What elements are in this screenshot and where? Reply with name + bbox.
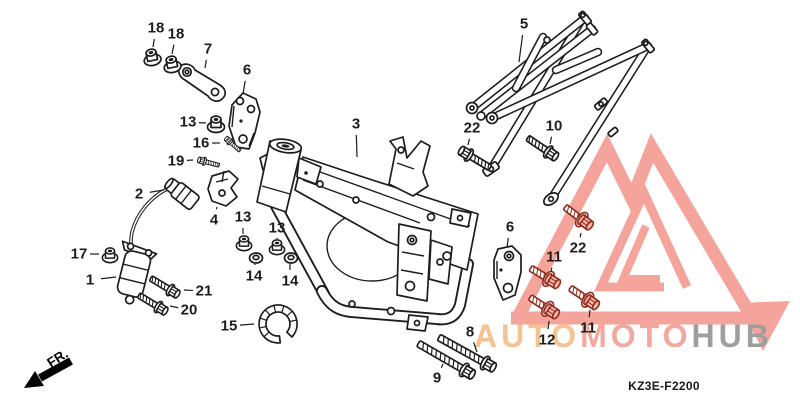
callout-number: 20 (181, 302, 198, 319)
nut-13-mid-right (268, 239, 286, 256)
callout-number: 15 (221, 318, 238, 335)
part-plug-cap (164, 177, 200, 211)
brand-word-auto: AUTO (474, 318, 580, 354)
washer-14-right (283, 252, 299, 264)
nut-13-mid-left (235, 235, 253, 252)
callout-number: 16 (193, 135, 210, 152)
callout-leader (149, 189, 165, 193)
callout-leader (467, 138, 471, 146)
diagram-part-code: KZ3E-F2200 (628, 379, 700, 393)
nut-13-upper (206, 115, 226, 134)
part-clamp-15 (258, 304, 298, 344)
callout-number: 13 (180, 114, 197, 131)
bolt-19 (196, 155, 221, 170)
callout-leader (440, 363, 444, 369)
callout-leader (171, 44, 175, 55)
callout-number: 11 (546, 249, 562, 266)
callout-number: 7 (204, 41, 212, 58)
callout-number: 22 (464, 120, 481, 137)
logo-inner-hook (616, 224, 660, 283)
callout-number: 6 (506, 219, 514, 236)
callout-number: 19 (168, 153, 185, 170)
callout-number: 8 (466, 324, 474, 341)
bolt-10 (522, 131, 562, 165)
bolt-21 (146, 272, 183, 302)
logo-triangle-m-outline (511, 133, 766, 335)
callout-leader (506, 237, 509, 248)
callout-number: 18 (148, 20, 165, 37)
callout-number: 4 (210, 212, 219, 229)
logo-corner-fold (739, 301, 790, 351)
callout-leader (579, 232, 582, 238)
callout-leader (169, 305, 179, 309)
callout-number: 17 (71, 246, 88, 263)
callout-leader (242, 80, 246, 95)
callout-number: 3 (352, 116, 360, 133)
part-bracket-6-left (228, 92, 261, 150)
part-bracket-4 (207, 170, 239, 207)
callout-number: 6 (243, 62, 251, 79)
bolt-22-left (455, 142, 495, 175)
part-link-arm (177, 63, 226, 102)
callout-number: 13 (235, 209, 252, 226)
callout-number: 18 (168, 26, 185, 43)
callout-number: 14 (246, 268, 263, 285)
callout-leader (473, 342, 478, 353)
callout-number: 12 (539, 332, 556, 349)
part-bracket-6-right (493, 245, 522, 301)
part-main-frame (256, 136, 479, 332)
callout-number: 22 (570, 240, 587, 257)
callout-number: 10 (546, 118, 563, 135)
callout-leader (550, 267, 553, 273)
front-direction-indicator: FR. (24, 346, 73, 388)
part-ignition-coil (116, 177, 200, 305)
callout-number: 14 (282, 273, 299, 290)
diagram-line-art (101, 10, 656, 383)
nut-17 (101, 247, 119, 264)
callout-leader (355, 134, 358, 158)
callout-number: 13 (269, 220, 286, 237)
callout-leader (518, 34, 524, 63)
callout-leader (239, 323, 255, 326)
callout-leader (588, 309, 591, 318)
front-arrow-shaft (38, 357, 73, 382)
callout-number: 1 (86, 272, 94, 289)
callout-leader (100, 276, 117, 280)
callout-leader (547, 320, 550, 330)
front-arrow-head (24, 371, 44, 388)
callout-number: 9 (433, 370, 441, 387)
callout-leader (204, 59, 207, 69)
washer-14-left (248, 252, 264, 264)
callout-leader (549, 136, 553, 145)
callout-number: 5 (520, 16, 528, 33)
nut-18-left (141, 46, 163, 68)
brand-word-hub: HUB (691, 318, 772, 354)
logo-inner-triangle (593, 182, 692, 292)
bolt-20 (134, 289, 171, 319)
part-subframe (465, 10, 656, 207)
callout-leader (152, 38, 155, 48)
brand-watermark: AUTOMOTOHUB (474, 318, 773, 354)
callout-number: 2 (135, 186, 143, 203)
callout-number: 11 (580, 320, 596, 337)
callout-leader (215, 206, 218, 210)
brand-word-moto: MOTO (580, 318, 691, 354)
callout-number: 21 (196, 283, 213, 300)
